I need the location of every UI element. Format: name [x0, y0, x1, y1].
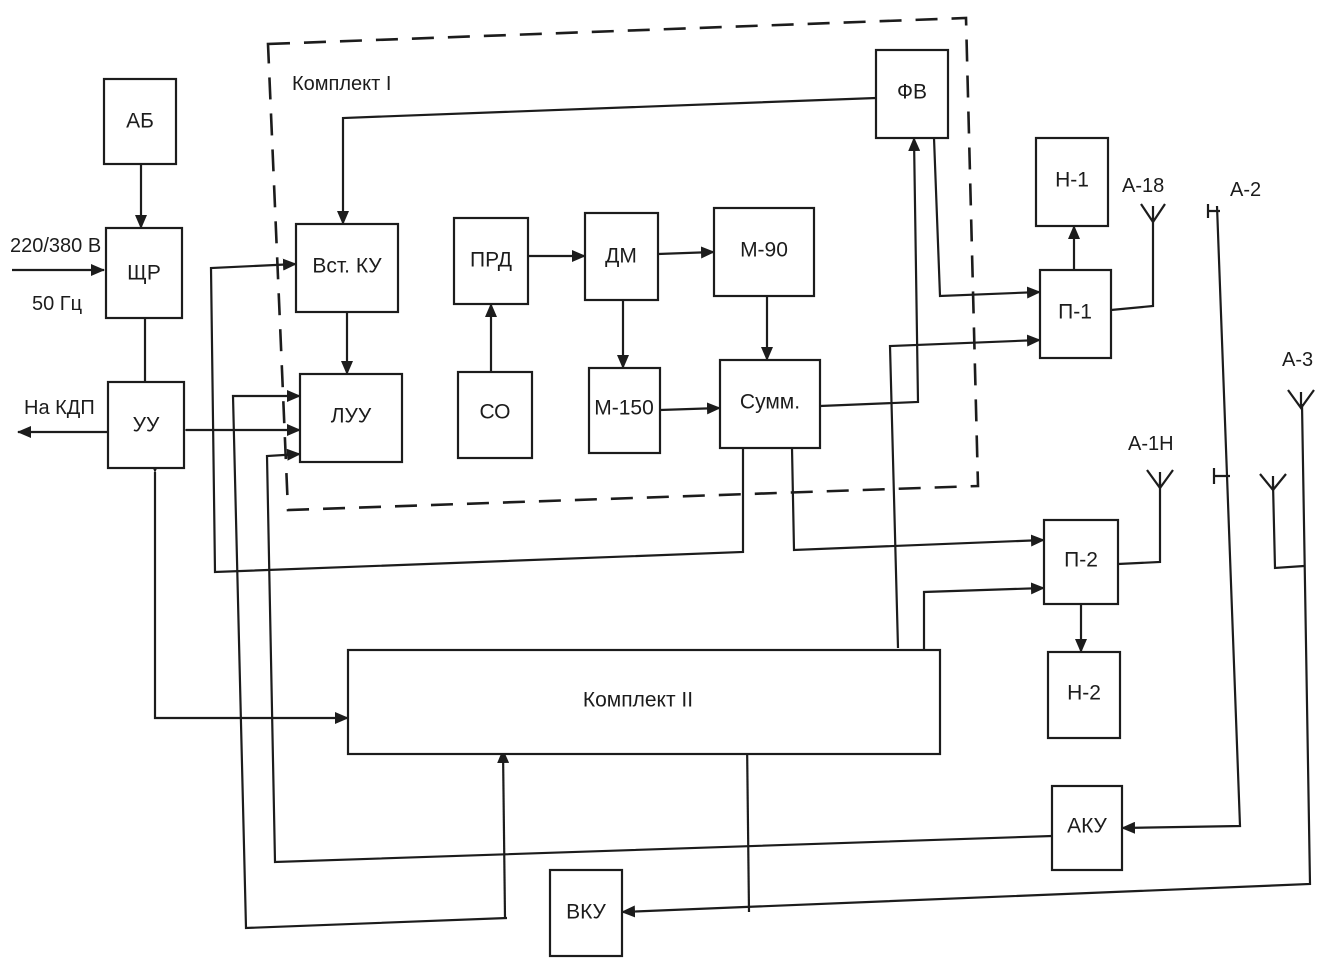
- wire-komplekt2-p1: [888, 334, 1041, 649]
- block-ab: АБ: [102, 77, 178, 166]
- block-vku: ВКУ: [548, 868, 624, 958]
- wire-summ-fv: [819, 137, 921, 408]
- wire-vku-komplekt2-right: [741, 739, 754, 913]
- block-dm: ДМ: [583, 211, 660, 302]
- antenna-a2-icon: [1206, 204, 1220, 218]
- komplekt-1-label: Комплект I: [292, 73, 391, 95]
- svg-text:УУ: УУ: [133, 414, 160, 437]
- svg-text:СО: СО: [479, 401, 510, 424]
- wire-m150-summ: [659, 402, 721, 415]
- wire-fv-p1: [932, 137, 1041, 299]
- wire-p2-a1n: [1117, 482, 1162, 566]
- antenna-a18-icon: [1140, 203, 1166, 224]
- antenna-a3-aux-icon: [1259, 473, 1287, 492]
- block-uu: УУ: [106, 380, 186, 470]
- antenna-a2-lower-icon: [1212, 468, 1230, 484]
- svg-text:Н-2: Н-2: [1067, 682, 1101, 705]
- wire-p1-a18: [1110, 218, 1155, 312]
- wire-uu-komplekt2: [149, 459, 349, 724]
- wire-a2-aku: [1121, 205, 1242, 834]
- antenna-a1n-icon: [1146, 469, 1174, 490]
- block-so: СО: [456, 370, 534, 460]
- svg-text:Комплект II: Комплект II: [583, 689, 693, 712]
- svg-text:ВКУ: ВКУ: [566, 901, 606, 924]
- svg-text:ПРД: ПРД: [470, 249, 512, 272]
- block-m150: М-150: [587, 366, 662, 455]
- wire-summ-vstku: [209, 258, 745, 574]
- antenna-a3-icon: [1287, 389, 1315, 410]
- svg-text:П-2: П-2: [1064, 549, 1098, 572]
- svg-text:Сумм.: Сумм.: [740, 391, 800, 414]
- block-p2: П-2: [1042, 518, 1120, 606]
- block-p1: П-1: [1038, 268, 1113, 360]
- wire-vku-komplekt2-left: [497, 749, 510, 919]
- block-luu: ЛУУ: [298, 372, 404, 464]
- block-shr: ЩР: [104, 226, 184, 320]
- block-aku: АКУ: [1050, 784, 1124, 872]
- power-frequency-label: 50 Гц: [32, 293, 82, 315]
- block-n2: Н-2: [1046, 650, 1122, 740]
- block-m90: М-90: [712, 206, 816, 298]
- wire-dm-m90: [657, 246, 715, 259]
- svg-text:П-1: П-1: [1058, 301, 1092, 324]
- svg-text:АБ: АБ: [126, 110, 154, 133]
- antenna-a1n-label: А-1Н: [1128, 433, 1174, 455]
- svg-text:Н-1: Н-1: [1055, 169, 1089, 192]
- to-kdp-label: На КДП: [24, 397, 95, 419]
- wire-aku-luu-lower: [265, 448, 1053, 864]
- wire-a3-aux: [1271, 483, 1305, 570]
- antenna-a18-label: А-18: [1122, 175, 1164, 197]
- svg-text:АКУ: АКУ: [1067, 815, 1107, 838]
- komplekt-1-boundary: [266, 16, 980, 512]
- block-prd: ПРД: [452, 216, 530, 306]
- svg-text:Вст. КУ: Вст. КУ: [312, 255, 382, 278]
- wire-komplekt2-p2: [922, 582, 1045, 650]
- svg-text:ЛУУ: ЛУУ: [331, 405, 372, 428]
- block-n1: Н-1: [1034, 136, 1110, 228]
- svg-text:М-150: М-150: [594, 397, 654, 420]
- svg-text:ФВ: ФВ: [897, 81, 927, 104]
- svg-text:ДМ: ДМ: [605, 245, 637, 268]
- wire-summ-p2: [790, 447, 1045, 552]
- wire-vku-luu-upper: [231, 390, 508, 930]
- block-vst-ku: Вст. КУ: [294, 222, 400, 314]
- svg-text:ЩР: ЩР: [127, 262, 161, 285]
- antenna-a2-label: А-2: [1230, 179, 1261, 201]
- svg-text:М-90: М-90: [740, 239, 788, 262]
- block-fv: ФВ: [874, 48, 950, 140]
- wire-fv-vstku: [337, 96, 877, 225]
- power-voltage-label: 220/380 В: [10, 235, 101, 257]
- block-summ: Сумм.: [718, 358, 822, 450]
- antenna-a3-label: А-3: [1282, 349, 1313, 371]
- antennas: А-18 А-2 А-3 А-1Н: [1122, 175, 1315, 492]
- wire-a3-vku: [621, 403, 1312, 918]
- block-komplekt-2: Комплект II: [346, 648, 942, 756]
- connections: [12, 96, 1312, 930]
